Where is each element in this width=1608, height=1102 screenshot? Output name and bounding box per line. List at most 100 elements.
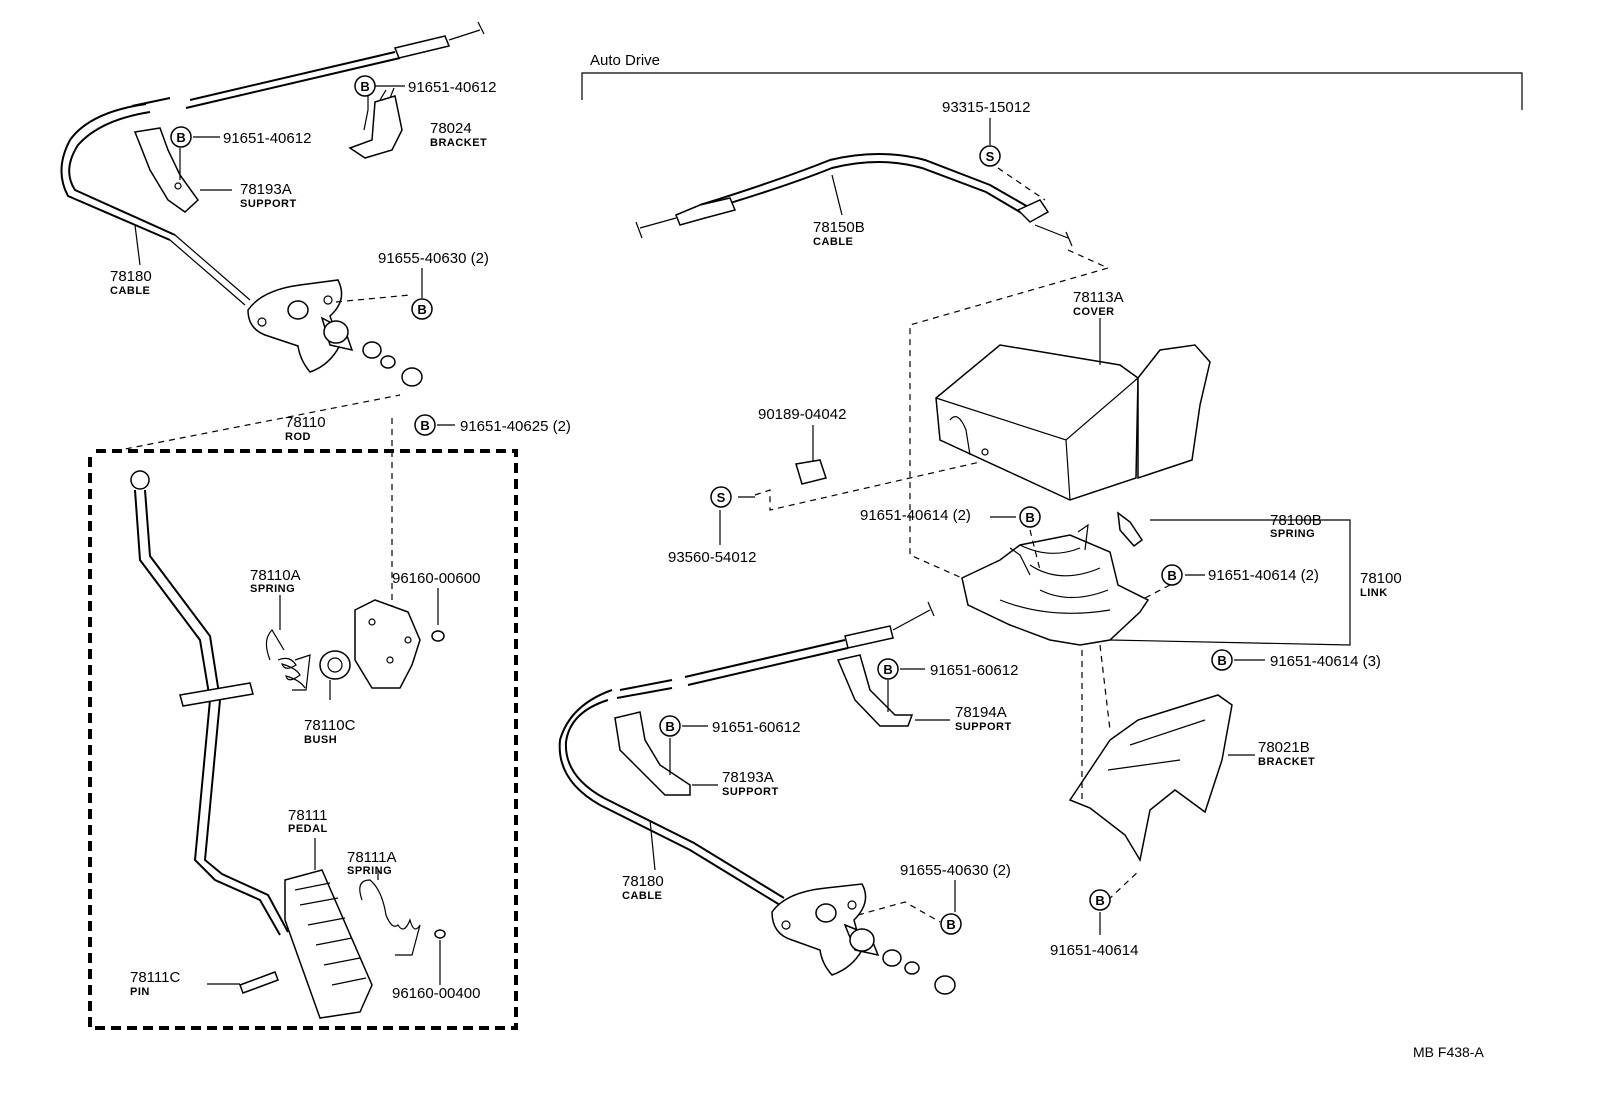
label-78111C: 78111C (130, 969, 180, 986)
label-78180: 78180 (622, 873, 664, 890)
label-pedal: PEDAL (288, 823, 328, 835)
clip-90189-04042 (795, 459, 827, 485)
cable-end-bracket-right (771, 883, 956, 995)
label-91651-60612-b: 91651-60612 (712, 719, 800, 736)
bracket-78021B (1068, 694, 1233, 863)
bolt-badge: B (1211, 649, 1233, 671)
label-link: LINK (1360, 587, 1388, 599)
label-78193A: 78193A (722, 769, 774, 786)
bolt-badge: B (354, 75, 376, 97)
support-78194A (836, 654, 914, 727)
label-78113A: 78113A (1073, 289, 1124, 306)
label-78024: 78024 (430, 120, 472, 137)
support-78193A-right (614, 711, 691, 796)
label-91651-60612: 91651-60612 (930, 662, 1018, 679)
cable-78180-left (60, 21, 485, 306)
label-78100B: 78100B (1270, 512, 1322, 529)
label-78100: 78100 (1360, 570, 1402, 587)
svg-text:B: B (360, 79, 369, 94)
label-cable-78180: CABLE (622, 890, 662, 902)
label-91651-40614: 91651-40614 (1050, 942, 1138, 959)
svg-text:B: B (1095, 893, 1104, 908)
bush-78110C (319, 650, 351, 680)
cable-78180-right (558, 601, 935, 906)
label-91651-40614-2b: 91651-40614 (2) (1208, 567, 1319, 584)
label-78110: 78110 (285, 414, 326, 431)
bolt-badge: B (1019, 506, 1041, 528)
cable-end-bracket-left (247, 279, 423, 387)
auto-drive-title: Auto Drive (590, 52, 660, 69)
label-91651-40612-top: 91651-40612 (408, 79, 496, 96)
support-78193A-left (133, 127, 199, 213)
cable-78150B (635, 153, 1073, 247)
svg-text:B: B (1167, 568, 1176, 583)
diagram-code: MB F438-A (1413, 1044, 1484, 1060)
label-78194A: 78194A (955, 704, 1007, 721)
label-91655-40630: 91655-40630 (2) (378, 250, 489, 267)
label-spring: SPRING (250, 583, 295, 595)
label-91651-40614-3: 91651-40614 (3) (1270, 653, 1381, 670)
screw-badge: S (710, 486, 732, 508)
label-support: SUPPORT (240, 198, 297, 210)
label-91651-40625: 91651-40625 (2) (460, 418, 571, 435)
auto-drive-bracket-line (581, 72, 1523, 110)
svg-text:S: S (986, 149, 995, 164)
bolt-badge: B (411, 298, 433, 320)
bolt-badge: B (1089, 889, 1111, 911)
svg-text:B: B (1025, 510, 1034, 525)
label-78111A: 78111A (347, 849, 397, 866)
bolt-badge: B (659, 715, 681, 737)
label-bracket: BRACKET (430, 137, 487, 149)
label-78110C: 78110C (304, 717, 356, 734)
label-bush: BUSH (304, 734, 337, 746)
bolt-badge: B (414, 414, 436, 436)
label-support-78193A: SUPPORT (722, 786, 779, 798)
svg-text:B: B (176, 130, 185, 145)
label-91651-40612: 91651-40612 (223, 130, 311, 147)
bolt-badge: B (877, 658, 899, 680)
svg-text:S: S (717, 490, 726, 505)
cover-78113A (935, 344, 1211, 501)
label-78111: 78111 (288, 807, 328, 824)
svg-text:B: B (883, 662, 892, 677)
label-bracket-78021B: BRACKET (1258, 756, 1315, 768)
label-78021B: 78021B (1258, 739, 1310, 756)
label-cover: COVER (1073, 306, 1115, 318)
bolt-badge: B (1161, 564, 1183, 586)
svg-text:B: B (417, 302, 426, 317)
label-91655-40630: 91655-40630 (2) (900, 862, 1011, 879)
clip-96160-00400 (434, 929, 446, 939)
label-93560-54012: 93560-54012 (668, 549, 756, 566)
svg-text:B: B (1217, 653, 1226, 668)
label-78110A: 78110A (250, 567, 301, 584)
bolt-badge: B (940, 913, 962, 935)
label-rod: ROD (285, 431, 311, 443)
labels-left: 91651-40612 78024 BRACKET 91651-40612 78… (110, 79, 571, 1002)
leader-lines-right (649, 118, 1351, 935)
screw-badge: S (979, 145, 1001, 167)
spring-78111A (359, 879, 421, 956)
spring-78110A (265, 629, 311, 691)
svg-text:B: B (420, 418, 429, 433)
label-96160-00400: 96160-00400 (392, 985, 480, 1002)
rod-78110 (130, 470, 289, 936)
leader-lines-left (134, 85, 455, 985)
label-support-78194A: SUPPORT (955, 721, 1012, 733)
label-pin: PIN (130, 986, 150, 998)
label-78150B: 78150B (813, 219, 865, 236)
pin-78111C (239, 971, 279, 994)
clip-96160-00600 (431, 630, 445, 642)
svg-text:B: B (946, 917, 955, 932)
badges: B B B B S S B B B B B B B (170, 75, 1233, 935)
label-93315-15012: 93315-15012 (942, 99, 1030, 116)
svg-text:B: B (665, 719, 674, 734)
label-cable: CABLE (110, 285, 150, 297)
label-78193A: 78193A (240, 181, 292, 198)
labels-right: Auto Drive 93315-15012 78150B CABLE 7811… (590, 52, 1484, 1060)
link-78100 (961, 511, 1150, 646)
label-78180: 78180 (110, 268, 152, 285)
bracket-78024 (348, 87, 403, 159)
label-96160-00600: 96160-00600 (392, 570, 480, 587)
pedal-bracket (354, 599, 421, 689)
